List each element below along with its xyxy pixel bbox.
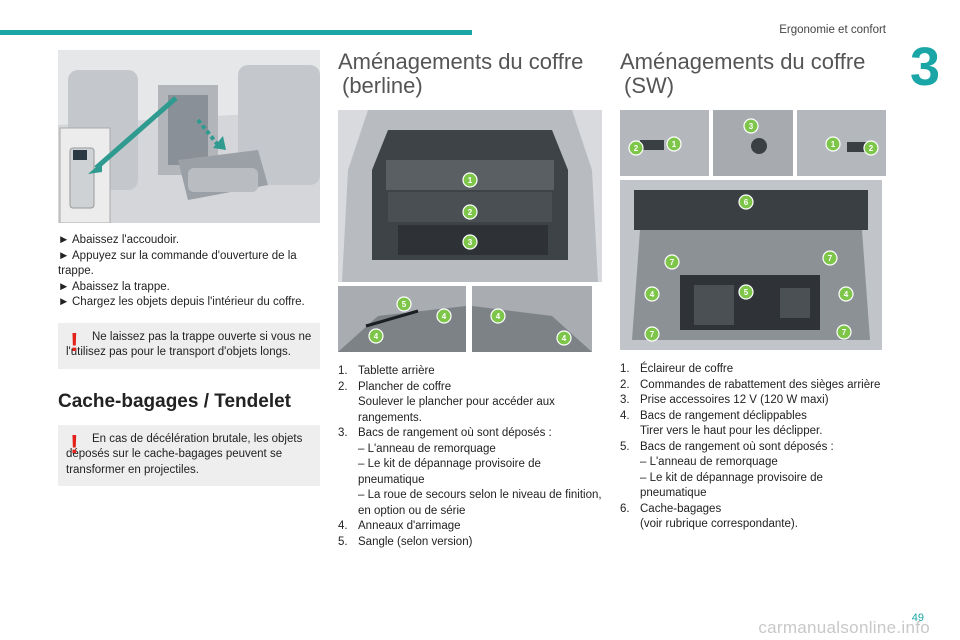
- sw-detail-left: 2 1: [620, 110, 709, 176]
- bullet-arrow-icon: ►: [58, 234, 70, 246]
- list-item: 2.Plancher de coffre: [338, 380, 452, 393]
- callout-badge: 2: [634, 144, 639, 153]
- bullet-arrow-icon: ►: [58, 296, 70, 308]
- list-item: 3.Bacs de rangement où sont déposés :: [338, 427, 552, 439]
- bullet-item: ►Chargez les objets depuis l'intérieur d…: [58, 295, 320, 311]
- list-item: 5.Sangle (selon version): [338, 535, 473, 548]
- sw-detail-right: 1 2: [797, 110, 886, 176]
- callout-badge: 1: [672, 140, 677, 149]
- callout-badge: 3: [468, 238, 473, 247]
- list-item-dash: – L'anneau de remorquage: [358, 442, 496, 455]
- warning-box-hatch: ! Ne laissez pas la trappe ouverte si vo…: [58, 322, 320, 369]
- callout-badge: 7: [670, 258, 675, 267]
- list-item-dash: – Le kit de dépannage provisoire de pneu…: [640, 471, 823, 500]
- callout-badge: 4: [374, 332, 379, 341]
- list-item-subtext: (voir rubrique correspondante).: [640, 518, 798, 530]
- list-item: 4.Anneaux d'arrimage: [338, 520, 461, 532]
- callout-badge: 5: [744, 288, 749, 297]
- watermark: carmanualsonline.info: [758, 618, 930, 637]
- warning-icon: !: [70, 428, 79, 459]
- bullet-item: ►Abaissez la trappe.: [58, 280, 320, 296]
- callout-badge: 4: [562, 334, 567, 343]
- list-item: 5.Bacs de rangement où sont déposés :: [620, 440, 834, 453]
- bullet-arrow-icon: ►: [58, 249, 70, 262]
- page-number: 49: [911, 612, 924, 624]
- warning-icon: !: [70, 326, 79, 357]
- chapter-number: 3: [909, 37, 940, 97]
- berline-detail-row: 5 4 4 4 4: [338, 286, 602, 352]
- bullet-arrow-icon: ►: [58, 280, 70, 293]
- callout-badge: 4: [650, 290, 655, 299]
- callout-badge: 4: [442, 312, 447, 321]
- column-sw: Aménagements du coffre (SW) 2 1 3: [620, 50, 886, 533]
- sw-legend-list: 1.Éclaireur de coffre 2.Commandes de rab…: [620, 362, 886, 533]
- list-item: 6.Cache-bagages: [620, 502, 722, 515]
- armrest-illustration: [58, 50, 320, 223]
- heading-sw: Aménagements du coffre (SW): [620, 49, 866, 98]
- berline-legend-list: 1.Tablette arrière 2.Plancher de coffre …: [338, 364, 602, 550]
- bullet-item: ►Abaissez l'accoudoir.: [58, 233, 320, 249]
- section-title: Ergonomie et confort: [779, 24, 886, 36]
- callout-badge: 7: [842, 328, 847, 337]
- callout-badge: 1: [831, 140, 836, 149]
- callout-badge: 2: [869, 144, 874, 153]
- heading-berline: Aménagements du coffre (berline): [338, 49, 584, 98]
- callout-badge: 4: [844, 290, 849, 299]
- list-item: 1.Éclaireur de coffre: [620, 363, 734, 375]
- column-armrest: ►Abaissez l'accoudoir. ►Appuyez sur la c…: [58, 50, 320, 486]
- list-item-subtext: Soulever le plancher pour accéder aux ra…: [358, 396, 555, 424]
- heading-cache-bagages: Cache-bagages / Tendelet: [58, 390, 291, 412]
- armrest-instructions: ►Abaissez l'accoudoir. ►Appuyez sur la c…: [58, 233, 320, 311]
- badge-group: 1 2 3: [462, 172, 478, 250]
- column-berline: Aménagements du coffre (berline) 1 2 3 5: [338, 50, 602, 550]
- callout-badge: 7: [650, 330, 655, 339]
- callout-badge: 4: [496, 312, 501, 321]
- callout-badge: 6: [744, 198, 749, 207]
- callout-badge: 1: [468, 176, 473, 185]
- header-accent-bar: [0, 30, 472, 35]
- list-item: 4.Bacs de rangement déclippables: [620, 409, 807, 422]
- callout-badge: 3: [748, 122, 753, 131]
- callout-badge: 5: [402, 300, 407, 309]
- berline-trunk-illustration: 1 2 3: [338, 110, 602, 282]
- sw-detail-middle: 3: [712, 110, 794, 176]
- list-item-subtext: Tirer vers le haut pour les déclipper.: [640, 425, 823, 437]
- warning-box-cover: ! En cas de décélération brutale, les ob…: [58, 424, 320, 486]
- berline-detail-right: 4 4: [472, 286, 592, 352]
- list-item-dash: – La roue de secours selon le niveau de …: [358, 489, 602, 517]
- berline-detail-left: 5 4 4: [338, 286, 466, 352]
- list-item-dash: – L'anneau de remorquage: [640, 456, 778, 468]
- callout-badge: 2: [468, 208, 473, 217]
- list-item: 3.Prise accessoires 12 V (120 W maxi): [620, 394, 829, 406]
- list-item: 2.Commandes de rabattement des sièges ar…: [620, 378, 881, 391]
- sw-detail-row: 2 1 3 1 2: [620, 110, 886, 176]
- sw-trunk-illustration: 6 7 7 4 5 4 7 7: [620, 180, 882, 350]
- list-item: 1.Tablette arrière: [338, 365, 435, 377]
- bullet-item: ►Appuyez sur la commande d'ouverture de …: [58, 249, 297, 278]
- callout-badge: 7: [828, 254, 833, 263]
- list-item-dash: – Le kit de dépannage provisoire de pneu…: [358, 458, 541, 486]
